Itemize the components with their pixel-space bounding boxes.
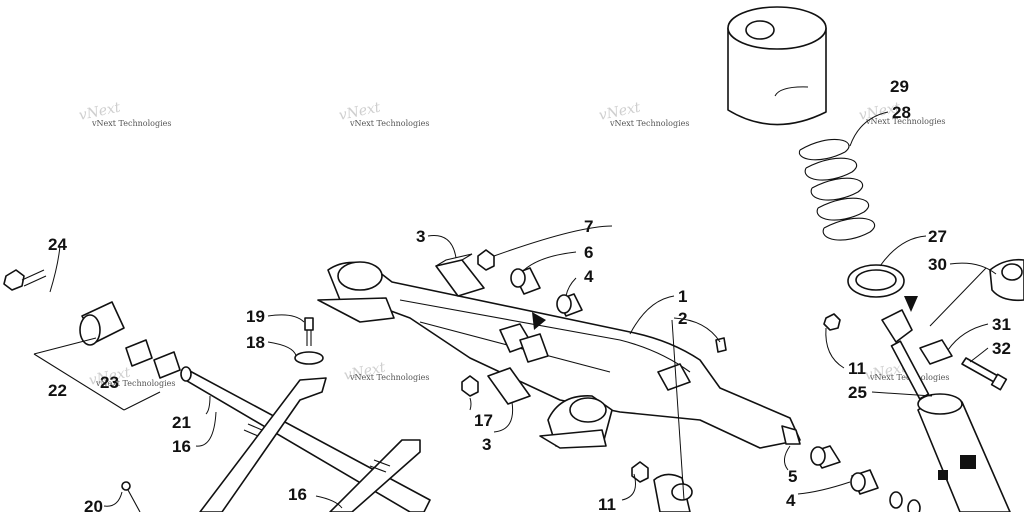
label-16: 16 xyxy=(172,437,191,456)
label-28: 28 xyxy=(892,103,911,122)
label-4: 4 xyxy=(584,267,594,286)
part-bushing-4-lower xyxy=(850,469,879,495)
label-29: 29 xyxy=(890,77,909,96)
label-11: 11 xyxy=(848,359,866,378)
label-3: 3 xyxy=(482,435,491,454)
watermark-1: vNext vNext Technologies xyxy=(78,99,172,128)
part-a-arm xyxy=(317,261,801,449)
watermark-text: vNext Technologies xyxy=(865,117,945,126)
part-shock-absorber xyxy=(881,309,1011,512)
part-screw-19 xyxy=(304,317,314,346)
watermark-6: vNext vNext Technologies xyxy=(343,359,430,383)
part-grease-fitting-2 xyxy=(715,337,727,353)
part-bolt-20 xyxy=(121,481,141,512)
label-21: 21 xyxy=(172,413,191,432)
label-25: 25 xyxy=(848,383,867,402)
label-2: 2 xyxy=(678,309,687,328)
label-22: 22 xyxy=(48,381,67,400)
watermark-3: vNext vNext Technologies xyxy=(598,99,690,128)
label-7: 7 xyxy=(584,217,593,236)
part-spring-seat xyxy=(847,264,905,298)
part-bushing-4-upper xyxy=(556,293,583,317)
part-washer-18 xyxy=(294,351,324,365)
part-sleeve-23a xyxy=(125,339,153,367)
bracket-22-23 xyxy=(33,337,161,411)
part-bushing-5 xyxy=(810,445,841,469)
leader-lines xyxy=(49,86,997,509)
label-17: 17 xyxy=(474,411,493,430)
part-nut-7 xyxy=(477,249,495,271)
part-frame-16-right xyxy=(329,439,421,512)
label-3: 3 xyxy=(416,227,425,246)
watermark-2: vNext vNext Technologies xyxy=(338,99,430,128)
watermark-text: vNext Technologies xyxy=(349,119,429,128)
label-6: 6 xyxy=(584,243,593,262)
label-31: 31 xyxy=(992,315,1011,334)
part-bolt-24 xyxy=(3,269,47,291)
part-bushing-6 xyxy=(510,267,541,295)
label-11: 11 xyxy=(598,495,616,512)
label-24: 24 xyxy=(48,235,67,254)
label-32: 32 xyxy=(992,339,1011,358)
part-frame-16-left xyxy=(199,377,327,512)
label-4: 4 xyxy=(786,491,796,510)
part-nut-17 xyxy=(461,375,479,397)
part-block-3-lower xyxy=(487,367,531,405)
watermark-text: vNext Technologies xyxy=(91,119,171,128)
label-1: 1 xyxy=(678,287,687,306)
watermark-text: vNext Technologies xyxy=(95,379,175,388)
part-nut-11-right xyxy=(823,313,841,331)
arrow-marker-shock xyxy=(904,296,918,312)
part-labels: 1 2 3 3 4 4 5 6 7 11 11 16 16 17 18 19 2… xyxy=(48,77,1011,512)
label-30: 30 xyxy=(928,255,947,274)
label-23: 23 xyxy=(100,373,119,392)
watermark-text: vNext Technologies xyxy=(609,119,689,128)
label-18: 18 xyxy=(246,333,265,352)
label-16: 16 xyxy=(288,485,307,504)
part-bushing-22 xyxy=(79,301,125,346)
part-collar xyxy=(989,258,1024,302)
label-19: 19 xyxy=(246,307,265,326)
label-5: 5 xyxy=(788,467,797,486)
watermark-text: vNext Technologies xyxy=(349,373,429,382)
label-27: 27 xyxy=(928,227,947,246)
part-sleeve-23b xyxy=(153,351,181,379)
part-bracket-bottom xyxy=(653,473,693,512)
part-washers-lower xyxy=(889,491,921,512)
arrow-marker-arm xyxy=(532,312,546,330)
part-nut-11-lower xyxy=(631,461,649,483)
label-20: 20 xyxy=(84,497,103,512)
part-shock-bolt xyxy=(961,357,1008,391)
part-bump-stop-cylinder xyxy=(727,6,827,126)
part-block-3-upper xyxy=(435,253,485,297)
part-coil-spring xyxy=(798,138,876,241)
part-shock-bushing xyxy=(919,339,953,365)
